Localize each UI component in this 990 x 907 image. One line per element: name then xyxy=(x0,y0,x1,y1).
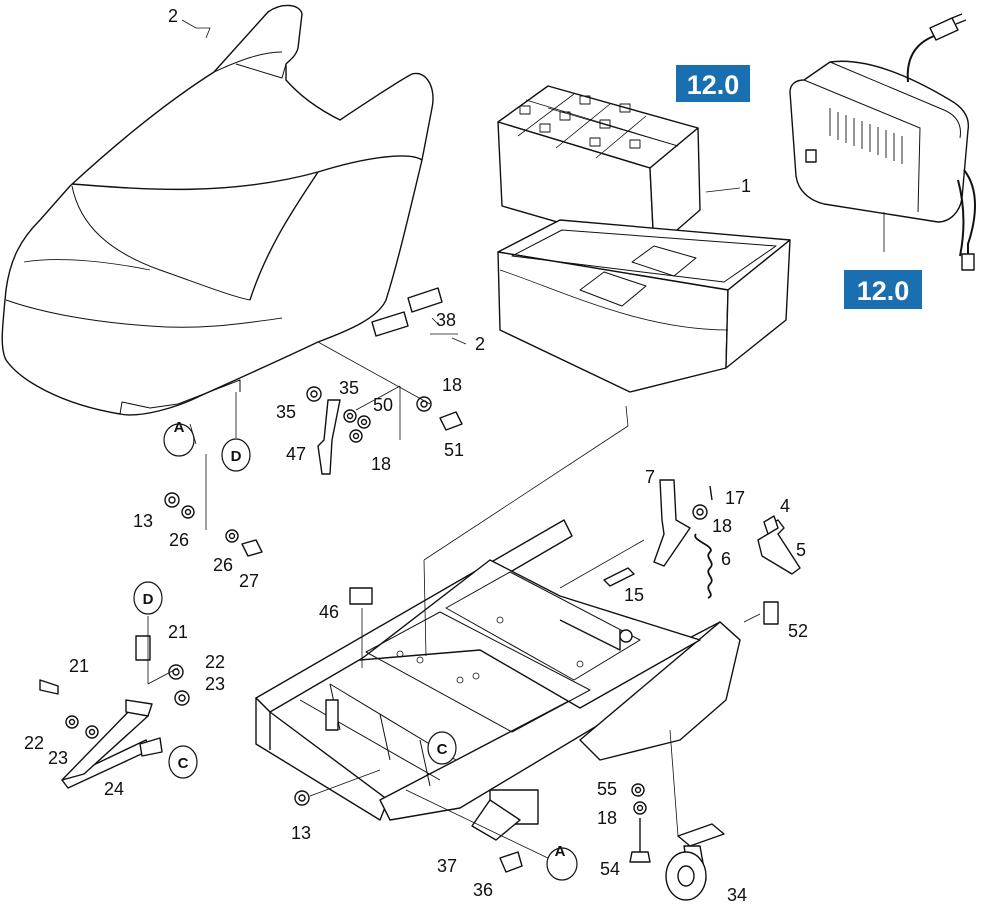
part-label: 21 xyxy=(168,622,188,642)
reference-markers: A D D C C A xyxy=(133,419,578,881)
part-label: 50 xyxy=(373,395,393,415)
part-label: 13 xyxy=(133,511,153,531)
svg-text:D: D xyxy=(231,448,242,465)
svg-text:12.0: 12.0 xyxy=(857,276,910,306)
tow-bar xyxy=(39,635,190,789)
caster-wheel xyxy=(294,783,725,901)
hood-cover xyxy=(1,4,434,416)
part-label: 26 xyxy=(169,530,189,550)
part-label: 4 xyxy=(780,496,790,516)
part-label: 15 xyxy=(624,585,644,605)
hardware-washers-top xyxy=(164,386,463,557)
label-ticks xyxy=(181,19,467,345)
lever-spring-assembly xyxy=(349,479,801,625)
part-label: 23 xyxy=(48,748,68,768)
part-label: 18 xyxy=(442,375,462,395)
part-label: 2 xyxy=(475,334,485,354)
part-label: 22 xyxy=(24,733,44,753)
decal-38 xyxy=(371,287,443,337)
part-label: 22 xyxy=(205,652,225,672)
part-labels: 2 1 38 2 35 35 50 18 51 47 18 13 26 26 2… xyxy=(24,6,808,905)
part-label: 55 xyxy=(597,779,617,799)
part-label: 7 xyxy=(645,467,655,487)
part-label: 2 xyxy=(168,6,178,26)
part-label: 35 xyxy=(276,402,296,422)
part-label: 18 xyxy=(712,516,732,536)
part-label: 37 xyxy=(437,856,457,876)
chassis-frame xyxy=(255,519,741,841)
part-label: 52 xyxy=(788,621,808,641)
svg-text:C: C xyxy=(178,755,189,772)
battery-pack xyxy=(497,85,701,251)
ref-marker-d-left: D xyxy=(133,581,163,615)
part-label: 1 xyxy=(741,176,751,196)
part-label: 54 xyxy=(600,859,620,879)
part-label: 23 xyxy=(205,674,225,694)
bracket-47 xyxy=(317,399,341,475)
part-label: 26 xyxy=(213,555,233,575)
part-label: 18 xyxy=(371,454,391,474)
battery-group-badge: 12.0 xyxy=(676,65,750,102)
svg-text:C: C xyxy=(437,741,448,758)
part-label: 6 xyxy=(721,549,731,569)
svg-text:12.0: 12.0 xyxy=(687,70,740,100)
part-label: 5 xyxy=(796,540,806,560)
group-badges: 12.0 12.0 xyxy=(676,65,922,309)
ref-marker-a-top: A xyxy=(163,419,195,457)
svg-text:A: A xyxy=(555,843,566,860)
part-label: 17 xyxy=(725,488,745,508)
part-label: 35 xyxy=(339,378,359,398)
battery-tray xyxy=(497,219,791,393)
part-label: 47 xyxy=(286,444,306,464)
ref-marker-c-frame: C xyxy=(427,731,457,765)
part-label: 46 xyxy=(319,602,339,622)
svg-text:D: D xyxy=(143,591,154,608)
part-label: 34 xyxy=(727,885,747,905)
svg-text:A: A xyxy=(174,419,185,436)
ref-marker-c-left: C xyxy=(168,745,198,779)
part-label: 36 xyxy=(473,880,493,900)
ref-marker-d-top: D xyxy=(221,438,251,472)
part-label: 13 xyxy=(291,823,311,843)
part-label: 24 xyxy=(104,779,124,799)
part-label: 51 xyxy=(444,440,464,460)
part-label: 38 xyxy=(436,310,456,330)
part-label: 18 xyxy=(597,808,617,828)
part-label: 21 xyxy=(69,656,89,676)
battery-charger xyxy=(789,13,976,271)
part-label: 27 xyxy=(239,571,259,591)
ref-marker-a-bottom: A xyxy=(546,843,578,881)
charger-group-badge: 12.0 xyxy=(844,270,922,309)
